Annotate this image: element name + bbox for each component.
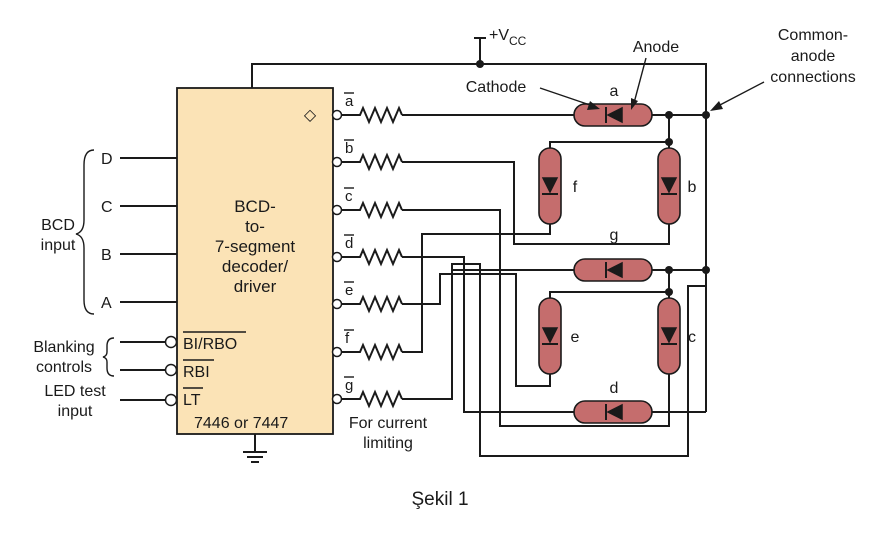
cathode-wiring	[402, 114, 707, 457]
cathode-arrow-icon	[587, 101, 600, 110]
segment-c: c	[657, 297, 696, 375]
supply-wiring: +VCC	[251, 27, 707, 412]
control-inputs: Blanking controls LED test input	[33, 335, 178, 420]
chip-bi-rbo-label: BI/RBO	[183, 336, 237, 353]
chip-title-line-5: driver	[234, 277, 277, 296]
blanking-brace	[102, 337, 115, 377]
input-a-label: A	[101, 295, 112, 312]
chip-title-line-2: to-	[245, 217, 265, 236]
led-test-label-1: LED test	[44, 383, 106, 400]
resistor-e	[342, 294, 403, 314]
ground-icon	[243, 434, 267, 463]
output-c-label: c	[345, 188, 353, 205]
chip-lt-label: LT	[183, 392, 201, 409]
anode-label: Anode	[633, 39, 679, 56]
common-anode-label-3: connections	[770, 69, 855, 86]
segment-c-label: c	[688, 329, 696, 346]
annotations: Anode Cathode Common- anode connections …	[349, 27, 856, 452]
open-collector-icon: ◇	[304, 107, 317, 124]
cathode-label: Cathode	[466, 79, 527, 96]
segment-g-label: g	[610, 227, 619, 244]
common-anode-label-1: Common-	[778, 27, 848, 44]
decoder-chip-body	[176, 87, 334, 435]
segment-a-label: a	[610, 83, 619, 100]
output-pins: a b c d e f g	[331, 92, 403, 409]
segment-b: b	[657, 147, 697, 225]
figure-caption: Şekil 1	[411, 489, 468, 510]
bcd-group-label-1: BCD	[41, 217, 75, 234]
segment-d-label: d	[610, 380, 619, 397]
output-d-label: d	[345, 235, 353, 252]
vcc-label: +VCC	[489, 27, 527, 48]
bcd-brace	[75, 149, 95, 315]
current-limiting-label-2: limiting	[363, 435, 413, 452]
resistor-g	[342, 389, 403, 409]
lt-bubble	[164, 393, 178, 407]
chip-title-line-1: BCD-	[234, 197, 276, 216]
segment-f: f	[538, 147, 578, 225]
led-test-label-2: input	[58, 403, 93, 420]
segment-f-label: f	[573, 179, 578, 196]
segment-g: g	[573, 227, 653, 282]
input-b-label: B	[101, 247, 112, 264]
resistor-f	[342, 342, 403, 362]
bcd-inputs: D C B A BCD input	[41, 149, 177, 315]
anode-arrow-icon	[631, 98, 638, 110]
output-e-label: e	[345, 282, 353, 299]
current-limiting-label-1: For current	[349, 415, 428, 432]
bcd-group-label-2: input	[41, 237, 76, 254]
anode-wiring	[549, 111, 710, 413]
output-a-label: a	[345, 93, 354, 110]
output-g-label: g	[345, 377, 353, 394]
resistor-a	[342, 105, 403, 125]
segment-a: a	[573, 83, 653, 127]
resistor-b	[342, 152, 403, 172]
bi-rbo-bubble	[164, 335, 178, 349]
segment-d: d	[573, 380, 653, 424]
rbi-bubble	[164, 363, 178, 377]
chip-title-line-3: 7-segment	[215, 237, 296, 256]
input-c-label: C	[101, 199, 113, 216]
common-anode-label-2: anode	[791, 48, 836, 65]
chip-rbi-label: RBI	[183, 364, 210, 381]
decoder-chip: BCD- to- 7-segment decoder/ driver BI/RB…	[176, 87, 334, 435]
segment-e: e	[538, 297, 580, 375]
output-f-label: f	[345, 330, 350, 347]
blanking-label-2: controls	[36, 359, 92, 376]
chip-title-line-4: decoder/	[222, 257, 288, 276]
segment-b-label: b	[688, 179, 697, 196]
segment-e-label: e	[571, 329, 580, 346]
common-anode-arrow-icon	[710, 101, 723, 111]
output-b-label: b	[345, 140, 353, 157]
input-d-label: D	[101, 151, 113, 168]
resistor-d	[342, 247, 403, 267]
chip-part-number: 7446 or 7447	[194, 415, 288, 432]
resistor-c	[342, 200, 403, 220]
blanking-label-1: Blanking	[33, 339, 94, 356]
